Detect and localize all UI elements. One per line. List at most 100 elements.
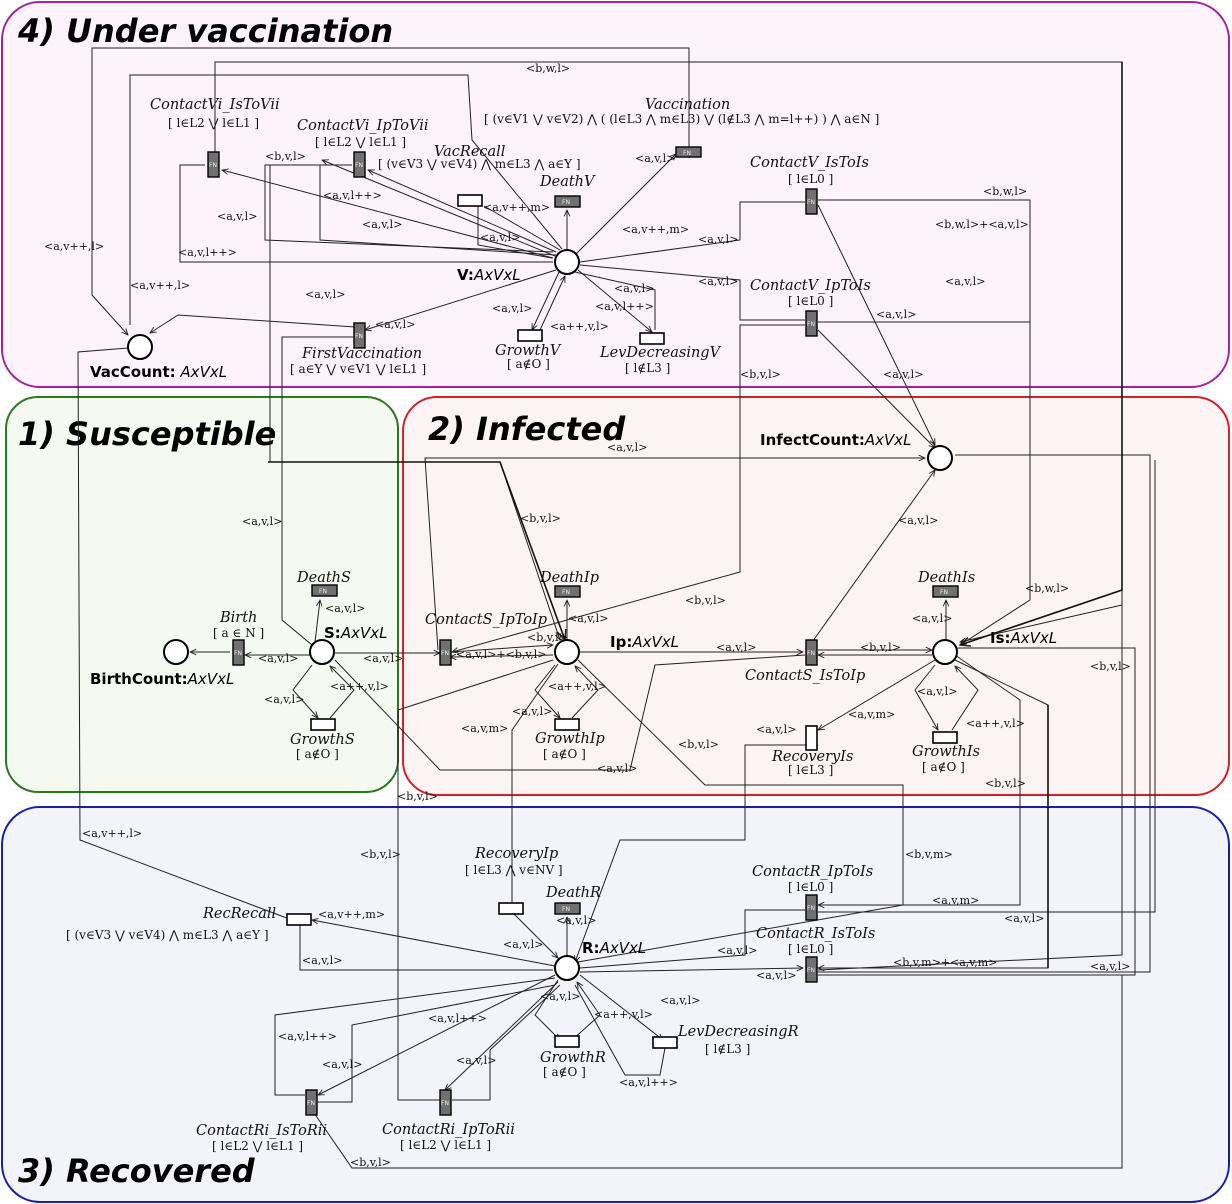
transition-contact-r-is-to-is[interactable]: FN ContactR_IsToIs [ l∈L0 ] <box>756 926 875 983</box>
svg-text:VacCount: AxVxL: VacCount: AxVxL <box>90 363 227 381</box>
svg-text:GrowthS: GrowthS <box>290 732 355 748</box>
transition-growth-v[interactable]: GrowthV [ a∉O ] <box>495 329 562 371</box>
svg-text:S:AxVxL: S:AxVxL <box>324 624 387 642</box>
arc-label: <a,v,m> <box>848 708 895 721</box>
svg-text:Vaccination: Vaccination <box>645 97 730 113</box>
svg-text:[ l∈L0 ]: [ l∈L0 ] <box>788 942 833 956</box>
arcs <box>77 47 1156 1169</box>
arc-label: <b,v,l> <box>265 150 306 163</box>
arc-label: <b,v,l> <box>350 1156 391 1169</box>
place-s[interactable]: S:AxVxL <box>309 624 387 665</box>
svg-text:FN: FN <box>807 967 815 974</box>
arc-label: <a,v,l> <box>492 302 532 315</box>
arc-label: <a,v,l> <box>945 275 985 288</box>
svg-text:V:AxVxL: V:AxVxL <box>457 266 521 284</box>
transition-death-r[interactable]: FN DeathR <box>545 885 601 915</box>
transition-death-ip[interactable]: FN DeathIp <box>539 570 599 598</box>
arc-label: <a,v++,m> <box>318 908 385 921</box>
arc-label: <a,v,l> <box>1004 912 1044 925</box>
svg-text:FN: FN <box>940 589 948 596</box>
arc-label: <a,v,l>+<b,v,l> <box>456 648 547 661</box>
zone-infected-title: 2) Infected <box>428 410 626 448</box>
arc-label: <a,v,l> <box>512 705 552 718</box>
transition-growth-r[interactable]: GrowthR [ a∉O ] <box>540 1035 606 1079</box>
transition-death-v[interactable]: FN DeathV <box>539 174 596 208</box>
svg-text:FN: FN <box>562 199 570 206</box>
svg-text:ContactRi_IpToRii: ContactRi_IpToRii <box>382 1122 515 1138</box>
transition-contact-ri-ip-to-rii[interactable]: FN ContactRi_IpToRii [ l∈L2 ⋁ l∈L1 ] <box>382 1089 515 1152</box>
svg-text:[ a∉O ]: [ a∉O ] <box>543 1065 586 1079</box>
transition-contact-ri-is-to-rii[interactable]: FN ContactRi_IsToRii [ l∈L2 ⋁ l∈L1 ] <box>196 1089 327 1153</box>
svg-text:DeathR: DeathR <box>545 885 601 901</box>
svg-text:ContactV_IsToIs: ContactV_IsToIs <box>750 155 869 171</box>
arc-label: <b,v,m> <box>905 848 953 861</box>
arc-label: <a,v++,l> <box>130 279 190 292</box>
arc-label: <a,v,l> <box>540 990 580 1003</box>
transition-rec-recall[interactable]: RecRecall [ (v∈V3 ⋁ v∈V4) ⋀ m∈L3 ⋀ a∈Y ] <box>66 906 312 942</box>
svg-text:LevDecreasingR: LevDecreasingR <box>677 1024 799 1040</box>
svg-text:[ l∈L0 ]: [ l∈L0 ] <box>788 294 833 308</box>
transition-contact-v-is-to-is[interactable]: FN ContactV_IsToIs [ l∈L0 ] <box>750 155 869 215</box>
transition-contact-vi-is-to-vii[interactable]: FN ContactVi_IsToVii [ l∈L2 ⋁ l∈L1 ] <box>150 97 280 178</box>
arc-label: <a,v,l> <box>322 1058 362 1071</box>
place-birthcount[interactable]: BirthCount:AxVxL <box>90 639 234 688</box>
arc-label: <a++,v,l> <box>330 680 389 693</box>
arc-label: <a,v,l> <box>756 969 796 982</box>
svg-text:[ (v∈V3 ⋁ v∈V4) ⋀ m∈L3 ⋀ a∈Y ]: [ (v∈V3 ⋁ v∈V4) ⋀ m∈L3 ⋀ a∈Y ] <box>66 928 269 942</box>
arc-label: <a++,v,l> <box>594 1008 653 1021</box>
place-r[interactable]: R:AxVxL <box>554 939 646 981</box>
svg-text:[ l∈L3 ]: [ l∈L3 ] <box>788 763 833 777</box>
arc-label: <a,v,l> <box>660 994 700 1007</box>
transition-growth-ip[interactable]: GrowthIp [ a∉O ] <box>535 718 605 761</box>
arc-label: <a,v,m> <box>461 722 508 735</box>
arc-label: <a,v++,l> <box>44 240 104 253</box>
transition-vac-recall[interactable]: VacRecall [ (v∈V3 ⋁ v∈V4) ⋀ m∈L3 ⋀ a∈Y ] <box>378 144 581 207</box>
svg-text:[ a∉O ]: [ a∉O ] <box>543 747 586 761</box>
svg-text:DeathV: DeathV <box>539 174 596 190</box>
svg-text:FN: FN <box>562 589 570 596</box>
transition-growth-is[interactable]: GrowthIs [ a∉O ] <box>912 731 980 774</box>
svg-text:[ l∈L2 ⋁ l∈L1 ]: [ l∈L2 ⋁ l∈L1 ] <box>315 135 406 149</box>
arc-label: <a,v,l> <box>876 308 916 321</box>
transition-contact-v-ip-to-is[interactable]: FN ContactV_IpToIs [ l∈L0 ] <box>750 278 871 337</box>
transition-contact-vi-ip-to-vii[interactable]: FN ContactVi_IpToVii [ l∈L2 ⋁ l∈L1 ] <box>297 118 428 178</box>
place-ip[interactable]: Ip:AxVxL <box>554 633 679 665</box>
arc-label: <b,v,m>+<a,v,m> <box>893 956 997 969</box>
svg-text:BirthCount:AxVxL: BirthCount:AxVxL <box>90 670 234 688</box>
arc-label: <a,v,l++> <box>595 300 654 313</box>
transition-contact-s-ip-to-ip[interactable]: FN ContactS_IpToIp <box>425 612 547 666</box>
place-is[interactable]: Is:AxVxL <box>932 629 1057 665</box>
transition-death-is[interactable]: FN DeathIs <box>917 570 975 598</box>
transition-birth[interactable]: FN Birth [ a ∈ N ] <box>213 610 264 666</box>
zone-vaccination: 4) Under vaccination <box>1 1 1230 388</box>
svg-text:RecoveryIp: RecoveryIp <box>474 846 558 862</box>
svg-text:DeathIp: DeathIp <box>539 570 599 586</box>
svg-text:[ l∈L0 ]: [ l∈L0 ] <box>788 172 833 186</box>
svg-text:[ (v∈V1 ⋁ v∈V2) ⋀ ( (l∈L3 ⋀ m∈: [ (v∈V1 ⋁ v∈V2) ⋀ ( (l∈L3 ⋀ m∈L3) ⋁ (l∉L… <box>484 112 879 126</box>
zone-susceptible-title: 1) Susceptible <box>18 415 276 453</box>
transition-lev-decreasing-v[interactable]: LevDecreasingV [ l∉L3 ] <box>599 332 722 375</box>
arc-label: <b,w,l> <box>1025 582 1069 595</box>
zone-vaccination-title: 4) Under vaccination <box>17 12 393 50</box>
place-infectcount[interactable]: InfectCount:AxVxL <box>760 431 953 471</box>
zone-infected: 2) Infected <box>402 396 1230 796</box>
transition-recovery-is[interactable]: RecoveryIs [ l∈L3 ] <box>771 725 853 777</box>
place-vaccount[interactable]: VacCount: AxVxL <box>90 334 227 381</box>
svg-text:GrowthIs: GrowthIs <box>912 744 980 760</box>
transition-growth-s[interactable]: GrowthS [ a∉O ] <box>290 718 355 761</box>
arc-label: <a,v,l> <box>698 275 738 288</box>
transition-contact-s-is-to-ip[interactable]: FN ContactS_IsToIp <box>745 639 865 684</box>
arc-label: <b,v,l> <box>685 594 726 607</box>
transition-contact-r-ip-to-is[interactable]: FN ContactR_IpToIs [ l∈L0 ] <box>752 864 873 921</box>
place-v[interactable]: V:AxVxL <box>457 249 580 284</box>
svg-text:[ a∉O ]: [ a∉O ] <box>507 357 550 371</box>
arc-label: <a,v,l> <box>756 723 796 736</box>
transition-lev-decreasing-r[interactable]: LevDecreasingR [ l∉L3 ] <box>652 1024 799 1056</box>
zone-susceptible: 1) Susceptible <box>5 396 399 793</box>
transition-vaccination[interactable]: FN Vaccination [ (v∈V1 ⋁ v∈V2) ⋀ ( (l∈L3… <box>484 97 879 158</box>
transition-death-s[interactable]: FN DeathS <box>296 570 351 597</box>
svg-text:[ l∈L2 ⋁ l∈L1 ]: [ l∈L2 ⋁ l∈L1 ] <box>400 1138 491 1152</box>
transition-recovery-ip[interactable]: RecoveryIp [ l∈L3 ⋀ v∈NV ] <box>465 846 563 915</box>
transition-first-vaccination[interactable]: FN FirstVaccination [ a∈Y ⋁ v∈V1 ⋁ l∈L1 … <box>290 322 426 376</box>
arc-label: <a,v,l> <box>217 210 257 223</box>
